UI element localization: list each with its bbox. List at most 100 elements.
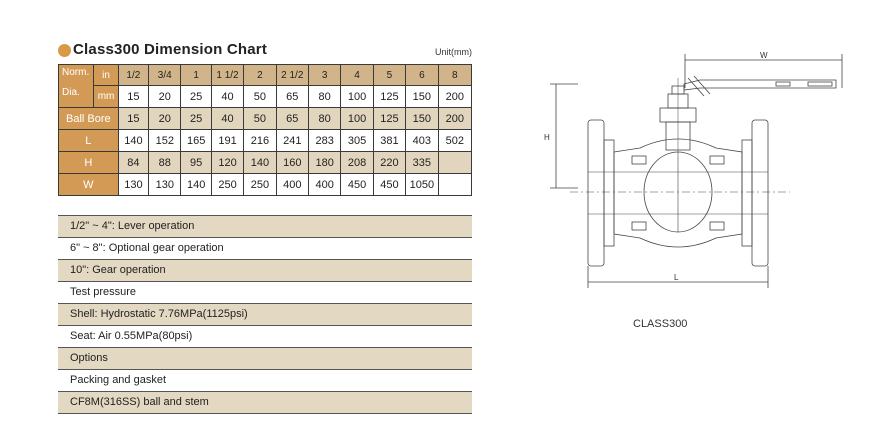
mm-unit-label: mm [93,85,119,108]
norm-label: Norm. [62,67,90,78]
table-cell: 450 [340,173,374,196]
table-cell: 200 [437,107,473,130]
size-in-cell: 2 1/2 [275,64,309,86]
table-cell: 400 [275,173,309,196]
table-cell: 450 [372,173,407,196]
table-cell [437,173,473,196]
table-cell: 220 [372,151,407,174]
table-cell: 130 [117,173,150,196]
size-in-cell: 4 [340,64,374,86]
row-label: W [58,173,119,196]
table-cell: 152 [148,129,182,152]
table-cell: 403 [405,129,439,152]
dim-h-label: H [544,133,550,142]
in-unit-label: in [93,64,119,86]
size-in-cell: 6 [405,64,439,86]
size-mm-cell: 80 [307,85,342,108]
note-item: Test pressure [58,282,472,304]
size-mm-cell: 15 [117,85,150,108]
note-item: Options [58,348,472,370]
size-in-cell: 5 [372,64,407,86]
norm-dia-label: Norm. Dia. [57,64,95,108]
size-in-cell: 8 [437,64,473,86]
table-cell: 250 [210,173,245,196]
drawing-caption: CLASS300 [633,318,688,330]
size-mm-cell: 200 [437,85,473,108]
table-cell [437,151,473,174]
dim-l-label: L [674,273,679,282]
row-label: H [58,151,119,174]
size-in-cell: 1 1/2 [210,64,245,86]
table-cell: 283 [307,129,342,152]
table-cell: 502 [437,129,473,152]
table-cell: 120 [210,151,245,174]
size-in-cell: 2 [243,64,277,86]
table-cell: 15 [117,107,150,130]
size-in-cell: 1 [180,64,212,86]
note-item: Shell: Hydrostatic 7.76MPa(1125psi) [58,304,472,326]
table-cell: 84 [117,151,150,174]
dia-label: Dia. [62,87,80,98]
note-item: Seat: Air 0.55MPa(80psi) [58,326,472,348]
table-cell: 381 [372,129,407,152]
size-mm-cell: 65 [275,85,309,108]
chart-header: Class300 Dimension Chart Unit(mm) [58,41,472,61]
note-item: 10": Gear operation [58,260,472,282]
table-cell: 125 [372,107,407,130]
table-cell: 191 [210,129,245,152]
table-cell: 241 [275,129,309,152]
size-in-cell: 1/2 [117,64,150,86]
table-cell: 65 [275,107,309,130]
table-cell: 40 [210,107,245,130]
table-cell: 25 [180,107,212,130]
table-cell: 140 [243,151,277,174]
table-cell: 100 [340,107,374,130]
table-cell: 335 [405,151,439,174]
valve-drawing: W H L [544,51,843,288]
table-cell: 130 [148,173,182,196]
size-mm-cell: 20 [148,85,182,108]
size-in-cell: 3 [307,64,342,86]
table-cell: 400 [307,173,342,196]
table-cell: 140 [180,173,212,196]
dim-w-label: W [760,51,768,60]
table-cell: 165 [180,129,212,152]
table-cell: 305 [340,129,374,152]
table-cell: 160 [275,151,309,174]
table-cell: 1050 [405,173,439,196]
chart-title: Class300 Dimension Chart [73,41,268,58]
table-cell: 88 [148,151,182,174]
title-bullet-icon [58,44,71,57]
table-cell: 20 [148,107,182,130]
size-mm-cell: 50 [243,85,277,108]
note-item: 6" ~ 8": Optional gear operation [58,238,472,260]
table-cell: 216 [243,129,277,152]
size-mm-cell: 150 [405,85,439,108]
table-cell: 95 [180,151,212,174]
table-cell: 140 [117,129,150,152]
table-cell: 208 [340,151,374,174]
table-cell: 50 [243,107,277,130]
size-in-cell: 3/4 [148,64,182,86]
note-item: CF8M(316SS) ball and stem [58,392,472,414]
size-mm-cell: 100 [340,85,374,108]
unit-label: Unit(mm) [435,47,472,57]
size-mm-cell: 25 [180,85,212,108]
table-cell: 250 [243,173,277,196]
note-item: Packing and gasket [58,370,472,392]
table-cell: 180 [307,151,342,174]
table-cell: 80 [307,107,342,130]
size-mm-cell: 125 [372,85,407,108]
row-label: Ball Bore [58,107,119,130]
size-mm-cell: 40 [210,85,245,108]
table-cell: 150 [405,107,439,130]
note-item: 1/2" ~ 4": Lever operation [58,216,472,238]
